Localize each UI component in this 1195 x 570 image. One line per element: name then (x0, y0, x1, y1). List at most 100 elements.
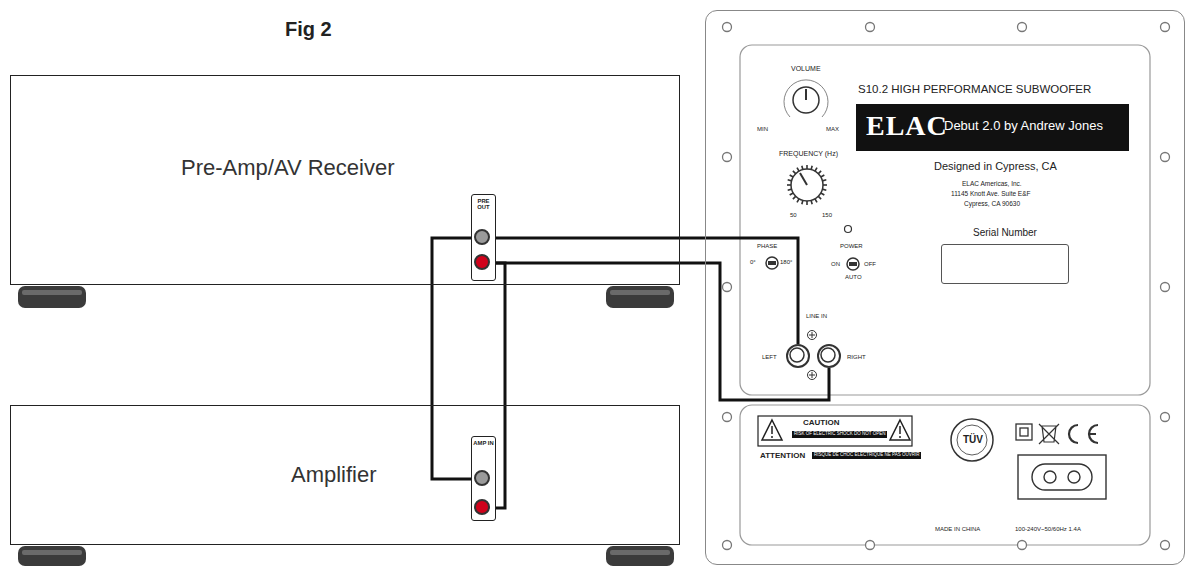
node-label: ELAC (866, 111, 948, 142)
warning-triangle (762, 420, 782, 440)
panel-label: MIN (757, 126, 768, 133)
screw-hole (1161, 23, 1170, 32)
frequency-knob-ridges (787, 165, 827, 205)
screw-hole (723, 413, 732, 422)
upper-region (740, 45, 1150, 395)
weee-icon (1039, 424, 1059, 444)
panel-label: 180° (780, 259, 792, 266)
screw-hole (1161, 283, 1170, 292)
screw-hole (1161, 413, 1170, 422)
node-label: Pre-Amp/AV Receiver (181, 156, 395, 180)
inlet-pin (1044, 471, 1056, 483)
figure-title: Fig 2 (285, 18, 332, 40)
screw-hole (723, 153, 732, 162)
brand-band: ELACDebut 2.0 by Andrew Jones (856, 104, 1129, 151)
panel-label: LINE IN (806, 313, 827, 320)
panel-label: FREQUENCY (Hz) (779, 150, 838, 158)
panel-label: ON (831, 261, 840, 268)
foot-highlight (22, 290, 82, 295)
panel-label: TÜV (963, 434, 983, 445)
foot (18, 546, 86, 566)
panel-label: PHASE (757, 243, 777, 250)
jack-ring (790, 348, 804, 362)
node-label: Amplifier (291, 463, 377, 487)
line-in-jack: RIGHT (817, 344, 841, 368)
screw-hole (1161, 541, 1170, 550)
subwoofer-plate: S10.2 HIGH PERFORMANCE SUBWOOFER ELACDebu… (705, 10, 1185, 565)
signal-cable (496, 238, 798, 344)
double-insulation-icon (1020, 428, 1028, 436)
jack-ring (821, 348, 835, 362)
node-label: PRE OUT (472, 198, 495, 211)
signal-cable (496, 263, 829, 400)
power-inlet (1018, 455, 1106, 499)
jack-panel: AMP IN (471, 436, 496, 521)
panel-label: 50 (790, 212, 797, 219)
signal-cable (496, 263, 505, 508)
screw (808, 331, 817, 340)
node-label: RIGHT (847, 354, 866, 361)
panel-label: 150 (822, 212, 832, 219)
tuv-badge (951, 419, 993, 461)
panel-label: CAUTION (803, 419, 839, 428)
panel-label: POWER (840, 243, 863, 250)
warning-mark (771, 426, 773, 438)
panel-label: MADE IN CHINA (935, 526, 980, 533)
amplifier-box: Amplifier AMP IN (10, 405, 680, 545)
panel-label: ATTENTION (760, 452, 805, 461)
status-led (845, 226, 852, 233)
foot-highlight (610, 550, 670, 555)
foot (606, 546, 674, 566)
panel-label: Cypress, CA 90630 (964, 200, 1020, 207)
switch-lever (768, 261, 776, 265)
panel-label: 11145 Knott Ave. Suite E&F (951, 190, 1031, 197)
screw-hole (723, 283, 732, 292)
screw-hole (723, 23, 732, 32)
screw-holes (723, 23, 1170, 550)
screw-hole (723, 541, 732, 550)
inlet-pin (1068, 471, 1080, 483)
switch-lever (849, 262, 857, 266)
panel-label: RISK OF ELECTRIC SHOCK DO NOT OPEN (792, 431, 887, 438)
signal-cable (432, 238, 471, 479)
knob-pointer (800, 173, 807, 185)
panel-label: Designed in Cypress, CA (934, 160, 1057, 172)
node-label: AMP IN (472, 440, 495, 446)
screw (808, 371, 817, 380)
panel-label: OFF (864, 261, 876, 268)
foot (18, 286, 86, 308)
panel-label: ELAC Americas, Inc. (962, 180, 1022, 187)
frequency-knob (791, 169, 823, 201)
screw-hole (1161, 153, 1170, 162)
foot-highlight (610, 290, 670, 295)
panel-label: AUTO (845, 274, 862, 281)
panel-label: MAX (826, 126, 839, 133)
foot-highlight (22, 550, 82, 555)
warning-triangle (890, 420, 910, 440)
red-jack (475, 500, 489, 514)
lower-region (740, 405, 1150, 545)
warning-mark (899, 426, 901, 438)
screw-cross (809, 372, 815, 378)
panel-label: 100-240V~50/60Hz 1.4A (1015, 526, 1081, 533)
screw-cross (809, 332, 815, 338)
receiver-box: Pre-Amp/AV ReceiverPRE OUT (10, 75, 680, 285)
volume-knob (793, 87, 819, 113)
double-insulation-icon (1016, 424, 1032, 440)
node-label: Serial Number (942, 227, 1068, 238)
panel-label: VOLUME (791, 65, 821, 73)
volume-scale (784, 80, 828, 117)
node-label: S10.2 HIGH PERFORMANCE SUBWOOFER (858, 83, 1091, 96)
grey-jack (475, 471, 489, 485)
red-jack (475, 255, 489, 269)
screw-hole (1018, 23, 1027, 32)
ce-mark (1069, 425, 1098, 443)
screw-hole (866, 23, 875, 32)
screw-hole (866, 541, 875, 550)
line-in-jack: LEFT (786, 344, 810, 368)
jack-panel: PRE OUT (471, 194, 496, 281)
panel-label: RISQUE DE CHOC ELECTRIQUE NE PAS OUVRIR (812, 452, 921, 459)
phase-switch (766, 257, 778, 269)
